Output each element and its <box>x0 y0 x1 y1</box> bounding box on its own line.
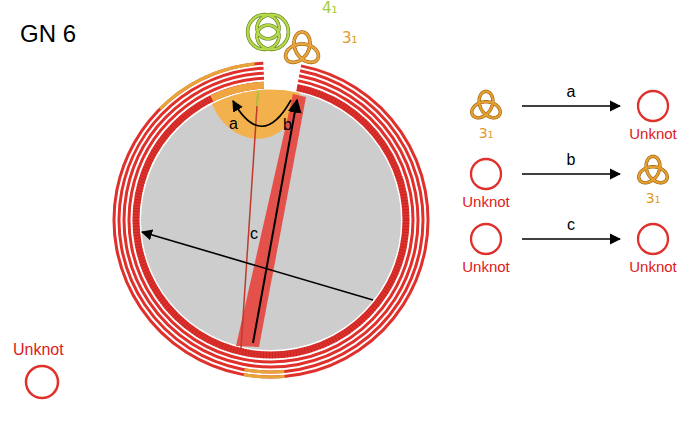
unknot-node: Unknot <box>452 154 520 211</box>
move-arrow <box>233 100 291 126</box>
unknot-node: Unknot <box>622 86 684 143</box>
move-label: b <box>567 152 576 168</box>
move-label: c <box>250 226 258 242</box>
unknot-circle <box>471 224 501 254</box>
transition-arrow <box>522 173 620 175</box>
knotted-band <box>90 39 451 400</box>
unknot-icon <box>466 154 506 194</box>
knot-type-label: Unknot <box>629 259 677 276</box>
figure-eight-knot <box>248 15 289 50</box>
move-label: c <box>567 217 575 233</box>
unknot-icon <box>633 86 673 126</box>
outer-ring <box>93 42 449 398</box>
move-arrow <box>253 100 297 343</box>
figure-eight-knot <box>248 15 289 50</box>
figure-title: GN 6 <box>20 22 76 46</box>
knot-type-label: Unknot <box>462 259 510 276</box>
knot-type-label: Unknot <box>629 126 677 143</box>
unknot-icon <box>466 219 506 259</box>
trefoil-icon <box>633 151 673 191</box>
backbone-band <box>113 62 430 379</box>
move-label: a <box>229 116 238 132</box>
knot-type-label: Unknot <box>13 342 64 358</box>
transition-arrow <box>522 105 620 107</box>
trefoil-icon <box>466 86 506 126</box>
chord-band <box>236 94 306 347</box>
trefoil-outline <box>472 91 500 117</box>
outer-ring <box>99 48 444 393</box>
outer-ring <box>87 36 455 404</box>
unknot-icon <box>26 366 58 398</box>
outer-ring <box>105 54 438 387</box>
backbone-ticks <box>136 85 406 355</box>
unknot-node: Unknot <box>452 219 520 276</box>
trefoil-knot <box>286 32 319 62</box>
band-gap <box>129 78 413 362</box>
knotted-segment <box>106 55 435 384</box>
knot-type-label: Unknot <box>462 194 510 211</box>
unknot-node: Unknot <box>622 219 684 276</box>
knot-type-label: 3₁ <box>342 31 358 46</box>
move-arrow <box>142 232 373 300</box>
knot-type-label: 3₁ <box>646 191 661 206</box>
trefoil-strand <box>639 156 667 182</box>
trefoil-outline <box>639 156 667 182</box>
knotted-segment <box>49 0 493 423</box>
knot-type-label: 3₁ <box>479 126 494 141</box>
knotted-segment <box>101 50 441 390</box>
thin-chord <box>241 91 258 348</box>
unknot-circle <box>638 91 668 121</box>
thin-chord-tip <box>257 91 258 106</box>
trefoil-knot <box>286 32 319 62</box>
knot-type-label: 4₁ <box>322 1 338 16</box>
move-label: b <box>283 117 292 133</box>
move-label: a <box>567 84 576 100</box>
trefoil-node: 3₁ <box>452 86 520 141</box>
trefoil-strand <box>472 91 500 117</box>
disk <box>141 90 401 350</box>
unknot-circle <box>638 224 668 254</box>
unknot-icon <box>633 219 673 259</box>
unknot-circle <box>471 159 501 189</box>
transition-arrow <box>522 238 620 240</box>
trefoil-node: 3₁ <box>622 151 684 206</box>
